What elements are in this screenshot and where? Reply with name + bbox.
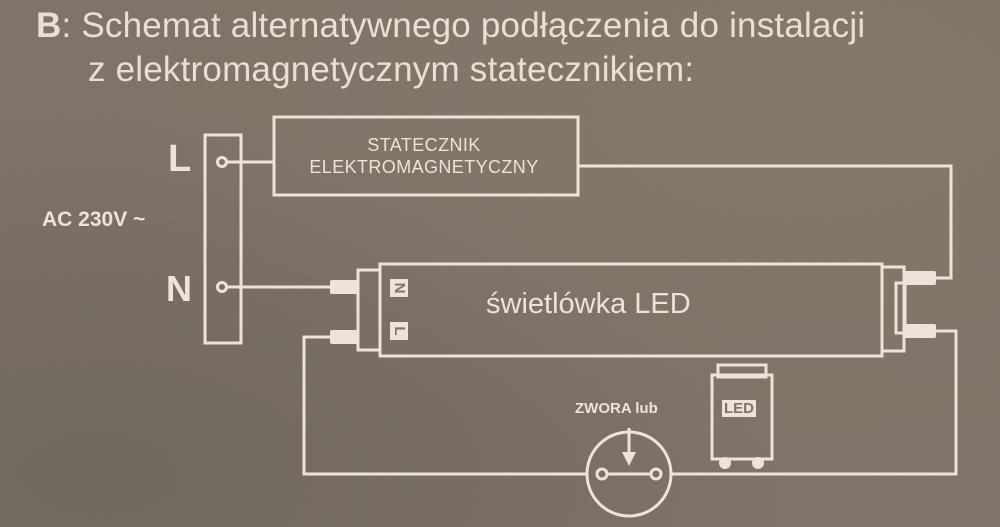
ballast-box bbox=[272, 115, 580, 197]
terminal-n-icon bbox=[216, 281, 228, 293]
title-prefix: B bbox=[36, 6, 62, 45]
ballast-label-line1: STATECZNIK bbox=[367, 135, 481, 155]
line-label: L bbox=[168, 138, 192, 180]
bridge-label: ZWORA lub bbox=[575, 400, 658, 417]
terminal-l-icon bbox=[216, 156, 228, 168]
led-starter-badge: LED bbox=[722, 400, 756, 417]
tube-right-cap bbox=[880, 265, 906, 353]
tube-left-cap bbox=[356, 268, 382, 352]
tube-pin-n-label: N bbox=[390, 279, 408, 297]
ballast-label-line2: ELEKTROMAGNETYCZNY bbox=[309, 157, 539, 177]
terminal-block bbox=[203, 133, 243, 345]
diagram-title: B: Schemat alternatywnego podłączenia do… bbox=[36, 4, 865, 92]
title-line1: : Schemat alternatywnego podłączenia do … bbox=[61, 6, 866, 45]
ballast-label: STATECZNIK ELEKTROMAGNETYCZNY bbox=[274, 128, 574, 188]
tube-pin-l-label: L bbox=[390, 322, 408, 340]
tube-label: świetlówka LED bbox=[486, 288, 691, 320]
neutral-label: N bbox=[166, 268, 192, 309]
led-starter-icon bbox=[710, 373, 774, 461]
title-line2: z elektromagnetycznym statecznikiem: bbox=[88, 50, 695, 89]
voltage-label: AC 230V ~ bbox=[42, 208, 146, 231]
